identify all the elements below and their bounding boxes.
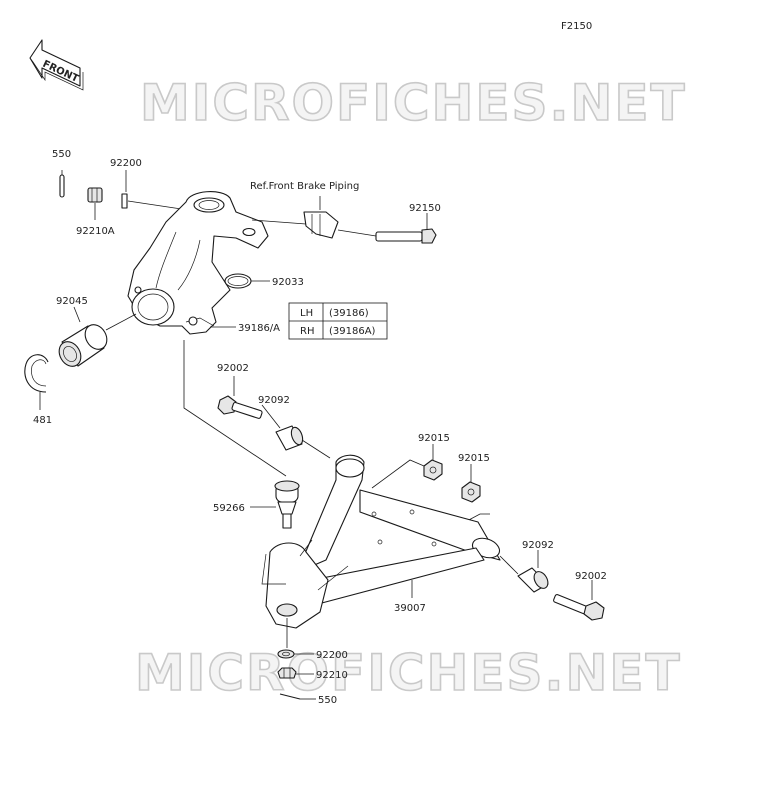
snap-ring-92033 [224,273,270,289]
table-row-lh-part: (39186) [329,308,369,319]
washer-top [121,170,189,211]
callout-92092-top: 92092 [258,395,290,406]
a-arm-39007 [261,454,501,629]
castle-nut-top [87,187,103,220]
bolt-92150 [337,213,437,244]
bolt-92002-bottom [553,580,605,621]
bushing-92092-bottom [499,550,549,593]
leader-knuckle-balljoint [183,340,287,477]
diagram-code: F2150 [561,21,592,32]
callout-92002-bottom: 92002 [575,571,607,582]
nut-92015-a [371,444,443,489]
table-row-rh-side: RH [300,326,314,337]
callout-39007: 39007 [394,603,426,614]
brake-piping-bracket [251,196,339,239]
callout-92210A: 92210A [76,226,115,237]
watermark-bottom: MICROFICHES.NET [135,644,682,702]
cotter-pin-top [59,170,65,198]
table-row-rh-part: (39186A) [329,326,376,337]
table-row-lh-side: LH [300,308,313,319]
castle-nut-bottom [277,667,314,679]
callout-59266: 59266 [213,503,245,514]
bearing-92045 [58,306,137,367]
callout-92092-bottom: 92092 [522,540,554,551]
callout-92002-top: 92002 [217,363,249,374]
callout-550-top: 550 [52,149,71,160]
callout-92200-bottom: 92200 [316,650,348,661]
callout-481: 481 [33,415,52,426]
callout-92200-top: 92200 [110,158,142,169]
washer-bottom [277,649,314,659]
callout-92045: 92045 [56,296,88,307]
bolt-92002-top [217,376,263,419]
front-arrow-icon: FRONT [29,39,84,91]
callout-92210-bottom: 92210 [316,670,348,681]
circlip-481 [24,354,49,410]
callout-39186: 39186/A [238,323,280,334]
watermark-top: MICROFICHES.NET [140,74,687,132]
cotter-pin-bottom [279,693,316,700]
callout-92015-a: 92015 [418,433,450,444]
callout-92033: 92033 [272,277,304,288]
callout-550-bottom: 550 [318,695,337,706]
bushing-92092-top [261,404,331,459]
steering-knuckle [127,191,269,335]
ref-front-brake-piping: Ref.Front Brake Piping [250,181,359,192]
callout-92015-b: 92015 [458,453,490,464]
variant-table: LH (39186) RH (39186A) [288,302,388,340]
callout-92150: 92150 [409,203,441,214]
ball-joint-59266 [250,480,300,529]
